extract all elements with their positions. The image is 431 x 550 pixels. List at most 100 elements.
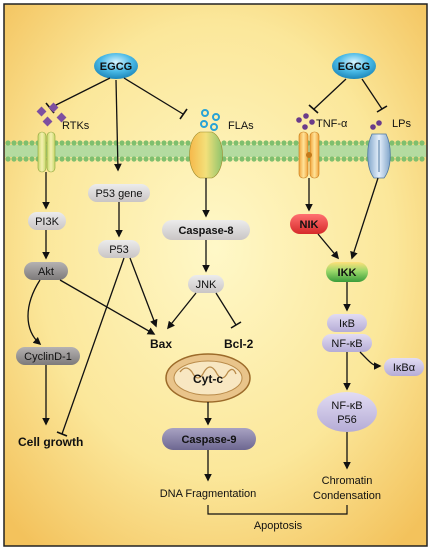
lipid-head bbox=[401, 140, 407, 146]
lipid-head bbox=[185, 140, 191, 146]
ikk-node bbox=[326, 262, 368, 282]
nfkb-label: NF-κB bbox=[331, 338, 362, 350]
ikk-label: IKK bbox=[338, 267, 357, 279]
lipid-head bbox=[233, 140, 239, 146]
lipid-head bbox=[71, 156, 77, 162]
rtk-ligands-icon bbox=[36, 102, 67, 127]
lipid-head bbox=[335, 156, 341, 162]
lipid-head bbox=[335, 140, 341, 146]
tnfa-label: TNF-α bbox=[316, 118, 348, 130]
nik-label: NIK bbox=[300, 219, 319, 231]
lipid-head bbox=[359, 156, 365, 162]
rtks-label: RTKs bbox=[62, 120, 90, 132]
lipid-head bbox=[83, 140, 89, 146]
bcl2-label: Bcl-2 bbox=[224, 337, 254, 351]
lipid-head bbox=[293, 140, 299, 146]
lipid-head bbox=[77, 140, 83, 146]
lipid-head bbox=[353, 140, 359, 146]
ikba-node bbox=[384, 358, 424, 376]
cell-growth-label: Cell growth bbox=[18, 435, 83, 449]
lipid-head bbox=[269, 156, 275, 162]
bax-label: Bax bbox=[150, 337, 172, 351]
lipid-head bbox=[101, 156, 107, 162]
lipid-head bbox=[287, 156, 293, 162]
lps-ligands-icon bbox=[370, 120, 382, 130]
ikb-label: IκB bbox=[339, 318, 355, 330]
lipid-head bbox=[245, 156, 251, 162]
p53-gene-node bbox=[88, 184, 150, 202]
pi3k-label: PI3K bbox=[35, 216, 60, 228]
lipid-head bbox=[143, 156, 149, 162]
arrow-jnk-bax bbox=[167, 292, 197, 330]
lipid-head bbox=[251, 140, 257, 146]
lipid-head bbox=[29, 140, 35, 146]
lipid-head bbox=[389, 140, 395, 146]
inhibit-bar-flas bbox=[179, 108, 188, 120]
lipid-head bbox=[227, 140, 233, 146]
lipid-head bbox=[95, 140, 101, 146]
egcg-right-label: EGCG bbox=[338, 61, 370, 73]
inhibit-egcg-rtks bbox=[49, 77, 111, 109]
lipid-head bbox=[143, 140, 149, 146]
lipid-head bbox=[137, 140, 143, 146]
fla-receptor-icon bbox=[189, 131, 223, 179]
lipid-head bbox=[287, 140, 293, 146]
lipid-head bbox=[23, 156, 29, 162]
lipid-head bbox=[65, 140, 71, 146]
fla-ligands-icon bbox=[200, 109, 220, 131]
pi3k-node bbox=[28, 212, 66, 230]
inhibit-p53-cellgrowth bbox=[61, 257, 125, 435]
lipid-head bbox=[131, 140, 137, 146]
lipid-head bbox=[257, 156, 263, 162]
caspase9-label: Caspase-9 bbox=[181, 434, 236, 446]
lipid-head bbox=[83, 156, 89, 162]
nik-node bbox=[290, 214, 328, 234]
cyclind1-node bbox=[16, 347, 80, 365]
lipid-head bbox=[107, 140, 113, 146]
caspase8-node bbox=[162, 220, 250, 240]
lipid-head bbox=[119, 140, 125, 146]
lipid-head bbox=[233, 156, 239, 162]
lipid-head bbox=[11, 140, 17, 146]
lipid-head bbox=[293, 156, 299, 162]
lipid-head bbox=[59, 140, 65, 146]
lipid-head bbox=[389, 156, 395, 162]
lipid-head bbox=[101, 140, 107, 146]
nfkb2-label: NF-κB bbox=[331, 400, 362, 412]
inhibit-bar-cellgrowth bbox=[56, 431, 68, 437]
lipid-head bbox=[65, 156, 71, 162]
condensation-label: Condensation bbox=[313, 490, 381, 502]
caspase8-label: Caspase-8 bbox=[178, 225, 233, 237]
akt-node bbox=[24, 262, 68, 280]
ikba-label: IκBα bbox=[393, 362, 416, 374]
lipid-head bbox=[269, 140, 275, 146]
lipid-head bbox=[419, 156, 425, 162]
nfkb-node bbox=[322, 334, 372, 352]
lipid-head bbox=[149, 156, 155, 162]
lipid-head bbox=[17, 140, 23, 146]
lipid-head bbox=[5, 140, 11, 146]
rtk-receptor-icon bbox=[37, 131, 56, 173]
lipid-head bbox=[125, 156, 131, 162]
dna-fragmentation-label: DNA Fragmentation bbox=[160, 488, 257, 500]
lipid-head bbox=[167, 140, 173, 146]
lipid-head bbox=[263, 140, 269, 146]
lipid-head bbox=[89, 156, 95, 162]
p53-label: P53 bbox=[109, 244, 129, 256]
lipid-head bbox=[407, 140, 413, 146]
apoptosis-label: Apoptosis bbox=[254, 520, 303, 532]
lipid-head bbox=[5, 156, 11, 162]
jnk-node bbox=[188, 275, 224, 293]
p53-gene-label: P53 gene bbox=[95, 188, 142, 200]
cytc-label: Cyt-c bbox=[193, 372, 223, 386]
inhibit-egcg-flas bbox=[123, 77, 184, 115]
lipid-head bbox=[11, 156, 17, 162]
lipid-head bbox=[221, 140, 227, 146]
lipid-head bbox=[155, 140, 161, 146]
egcg-left-label: EGCG bbox=[100, 61, 132, 73]
lipid-head bbox=[275, 140, 281, 146]
lipid-head bbox=[131, 156, 137, 162]
lipid-head bbox=[161, 156, 167, 162]
